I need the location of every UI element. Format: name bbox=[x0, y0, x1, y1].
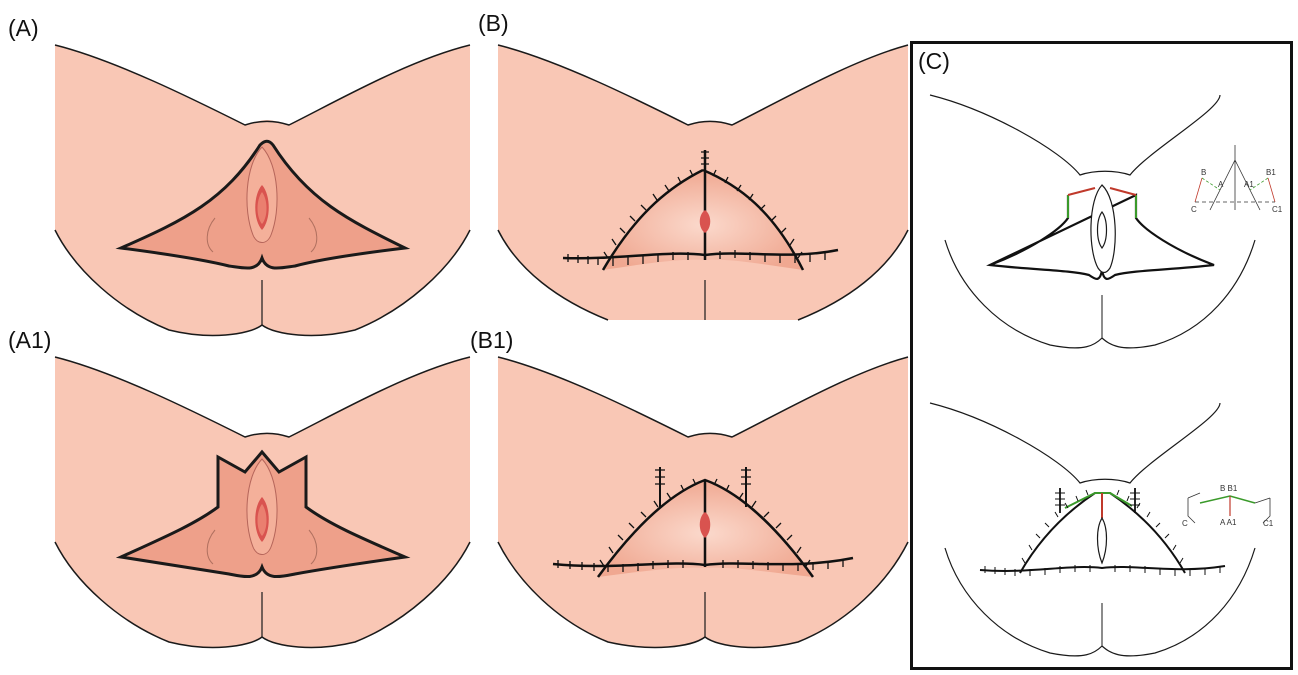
schematic-top bbox=[1195, 145, 1275, 210]
panel-a-illustration bbox=[55, 40, 470, 340]
svg-text:C1: C1 bbox=[1263, 519, 1274, 528]
panel-b1-illustration bbox=[498, 352, 908, 652]
red-edge-right bbox=[1110, 188, 1136, 195]
svg-text:A A1: A A1 bbox=[1220, 518, 1237, 527]
green-closure bbox=[1065, 493, 1132, 508]
svg-text:A1: A1 bbox=[1244, 180, 1254, 189]
panel-c-bottom-diagram: B B1 A A1 C C1 bbox=[920, 398, 1285, 663]
panel-label-b: (B) bbox=[478, 12, 509, 35]
panel-label-a1: (A1) bbox=[8, 329, 51, 352]
panel-c-top-diagram: B B1 A A1 C C1 bbox=[920, 90, 1285, 355]
svg-text:B: B bbox=[1201, 168, 1206, 177]
panel-a1-illustration bbox=[55, 352, 470, 652]
panel-label-a: (A) bbox=[8, 17, 39, 40]
red-edge-left bbox=[1068, 188, 1095, 195]
svg-text:B1: B1 bbox=[1266, 168, 1276, 177]
svg-text:B B1: B B1 bbox=[1220, 484, 1238, 493]
svg-text:C: C bbox=[1182, 519, 1188, 528]
panel-b-illustration bbox=[498, 40, 908, 330]
svg-text:C: C bbox=[1191, 205, 1197, 214]
panel-label-b1: (B1) bbox=[470, 329, 513, 352]
svg-text:A: A bbox=[1218, 180, 1224, 189]
svg-text:C1: C1 bbox=[1272, 205, 1283, 214]
